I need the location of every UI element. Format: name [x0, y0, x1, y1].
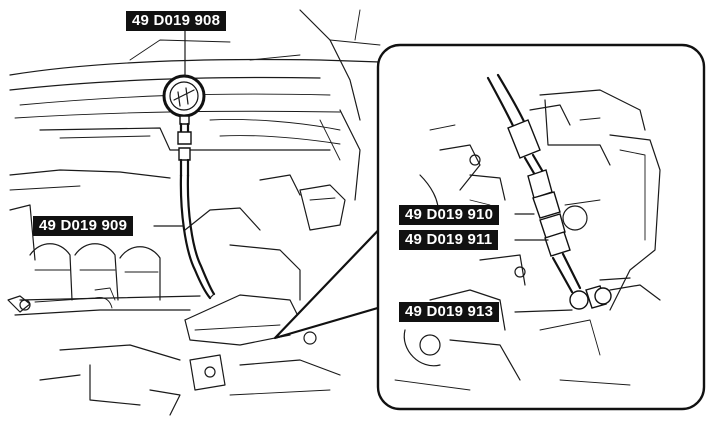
- engine-bay-outline: [7, 9, 381, 416]
- gauge-hose: [179, 173, 216, 300]
- label-gauge-part-number: 49 D019 908: [126, 11, 227, 31]
- leader-lines: [153, 29, 573, 313]
- callout-pointer: [273, 216, 407, 340]
- pressure-gauge: [162, 74, 206, 178]
- label-adapter-b-part-number: 49 D019 911: [399, 230, 499, 250]
- label-fitting-part-number: 49 D019 913: [399, 302, 500, 322]
- detail-inset: [376, 43, 706, 411]
- label-hose-part-number: 49 D019 909: [33, 216, 134, 236]
- label-adapter-a-part-number: 49 D019 910: [399, 205, 500, 225]
